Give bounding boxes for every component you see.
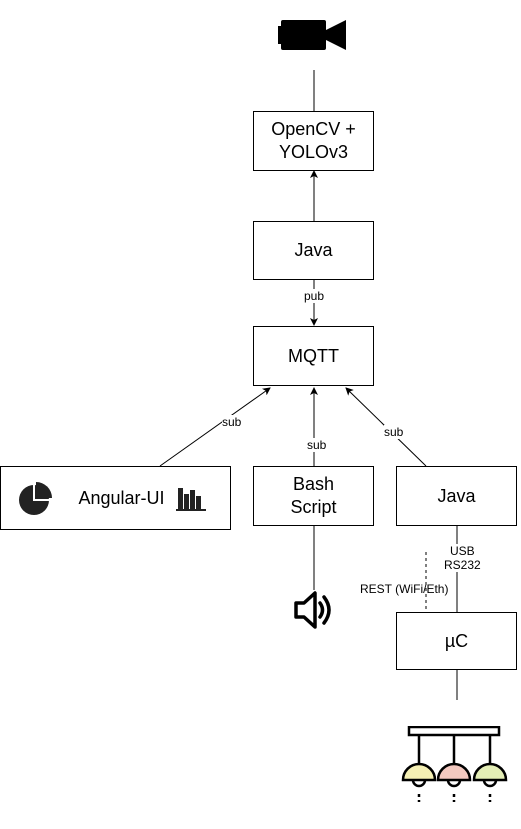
sub-left-label: sub bbox=[222, 415, 242, 429]
bar-chart-icon bbox=[176, 488, 206, 511]
usb-rs232-label: USB RS232 bbox=[444, 544, 481, 572]
java-top-node: Java bbox=[253, 221, 374, 280]
bash-script-node: Bash Script bbox=[253, 466, 374, 526]
pub-label: pub bbox=[304, 289, 325, 303]
bash-script-label: Bash Script bbox=[290, 474, 337, 517]
rest-label: REST (WiFi/Eth) bbox=[360, 582, 449, 596]
java-top-label: Java bbox=[294, 240, 333, 260]
video-camera-icon bbox=[278, 20, 346, 50]
java-right-node: Java bbox=[396, 466, 517, 526]
pie-chart-icon bbox=[19, 482, 52, 515]
mqtt-node: MQTT bbox=[253, 326, 374, 386]
edge-angular-mqtt bbox=[159, 387, 271, 467]
angular-ui-label: Angular-UI bbox=[78, 487, 165, 508]
mqtt-label: MQTT bbox=[288, 345, 339, 366]
speaker-icon bbox=[294, 591, 331, 629]
opencv-yolo-label: OpenCV + YOLOv3 bbox=[271, 119, 356, 162]
sub-right-label: sub bbox=[384, 425, 404, 439]
sub-mid-label: sub bbox=[307, 438, 327, 452]
microcontroller-node: µC bbox=[396, 612, 517, 670]
java-right-label: Java bbox=[437, 485, 476, 506]
opencv-yolo-node: OpenCV + YOLOv3 bbox=[253, 111, 374, 171]
microcontroller-label: µC bbox=[444, 630, 469, 651]
ceiling-lamp-icon bbox=[401, 726, 508, 802]
